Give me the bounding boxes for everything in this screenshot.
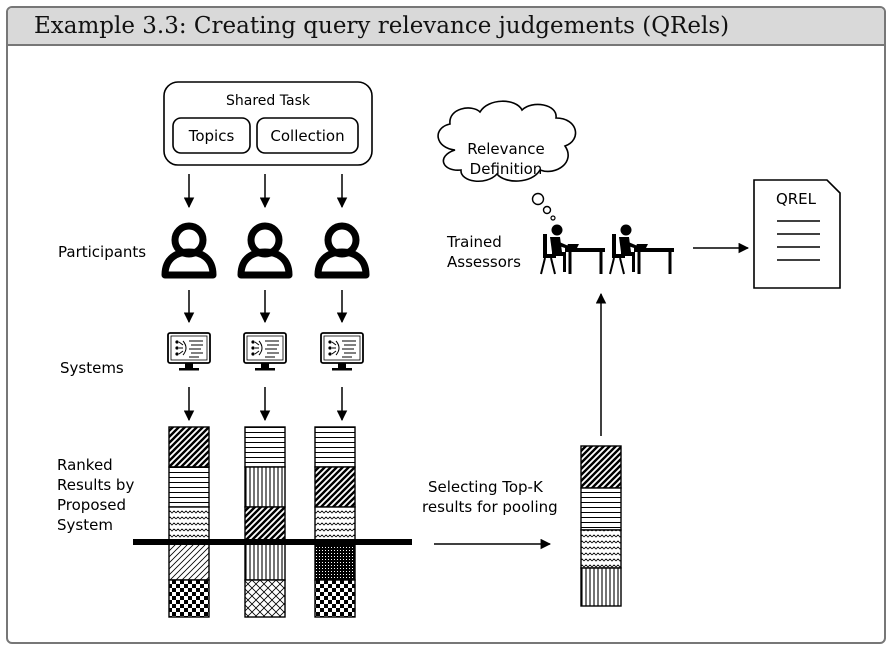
ranked-result-checker-block — [168, 579, 210, 618]
assessor-at-desk-icon — [608, 223, 676, 276]
ranked-result-dots-dense-block — [314, 543, 356, 581]
ranked-result-vertical-block — [244, 543, 286, 581]
topics-box — [172, 117, 251, 154]
ranked-result-horizontal-block — [244, 426, 286, 468]
flow-arrows — [183, 174, 750, 550]
ranked-label-line3: Proposed — [57, 496, 126, 514]
relevance-thought-cloud: Relevance Definition — [437, 100, 577, 221]
pooled-list — [580, 445, 622, 607]
selecting-label-line2: results for pooling — [422, 498, 558, 516]
pooled-result-vertical-block — [580, 567, 622, 607]
example-box: Example 3.3: Creating query relevance ju… — [6, 6, 886, 644]
ranked-label-line1: Ranked — [57, 456, 113, 474]
participant-icon — [318, 226, 366, 275]
systems-label: Systems — [60, 359, 124, 377]
system-monitor-icon — [243, 332, 287, 372]
shared-task-title: Shared Task — [226, 93, 311, 109]
example-header: Example 3.3: Creating query relevance ju… — [8, 8, 884, 46]
trained-label-line2: Assessors — [447, 253, 521, 271]
relevance-line2: Definition — [470, 160, 543, 178]
ranked-result-wave-block — [314, 506, 356, 545]
assessor-at-desk-icon — [539, 223, 607, 276]
ranked-lists — [168, 426, 356, 618]
participants-label: Participants — [58, 243, 146, 261]
participant-icon — [241, 226, 289, 275]
qrel-title: QREL — [776, 190, 817, 208]
ranked-result-diag-dark-block — [244, 506, 286, 545]
ranked-result-diag-light-block — [168, 543, 210, 581]
example-title: Example 3.3: Creating query relevance ju… — [34, 13, 730, 39]
ranked-result-crosshatch-block — [244, 579, 286, 618]
pooled-result-wave-block — [580, 529, 622, 569]
ranked-result-diag-dark-block — [314, 466, 356, 508]
collection-box — [256, 117, 359, 154]
system-monitor-icon — [320, 332, 364, 372]
shared-task-group: Shared Task Topics Collection — [163, 81, 373, 166]
ranked-result-checker-block — [314, 579, 356, 618]
qrel-document-icon: QREL — [753, 179, 841, 289]
pooled-result-diag-dark-block — [580, 445, 622, 489]
ranked-result-vertical-block — [244, 466, 286, 508]
system-monitor-icon — [167, 332, 211, 372]
top-k-cutoff-line — [133, 539, 412, 545]
participant-icon — [165, 226, 213, 275]
ranked-result-horizontal-block — [314, 426, 356, 468]
collection-label: Collection — [270, 127, 344, 145]
trained-label-line1: Trained — [446, 233, 502, 251]
topics-label: Topics — [188, 127, 235, 145]
ranked-result-horizontal-block — [168, 466, 210, 508]
ranked-result-diag-dark-block — [168, 426, 210, 468]
ranked-label-line2: Results by — [57, 476, 134, 494]
ranked-label-line4: System — [57, 516, 113, 534]
selecting-label-line1: Selecting Top-K — [428, 478, 544, 496]
ranked-result-wave-block — [168, 506, 210, 545]
pooled-result-horizontal-block — [580, 487, 622, 531]
relevance-line1: Relevance — [467, 140, 544, 158]
